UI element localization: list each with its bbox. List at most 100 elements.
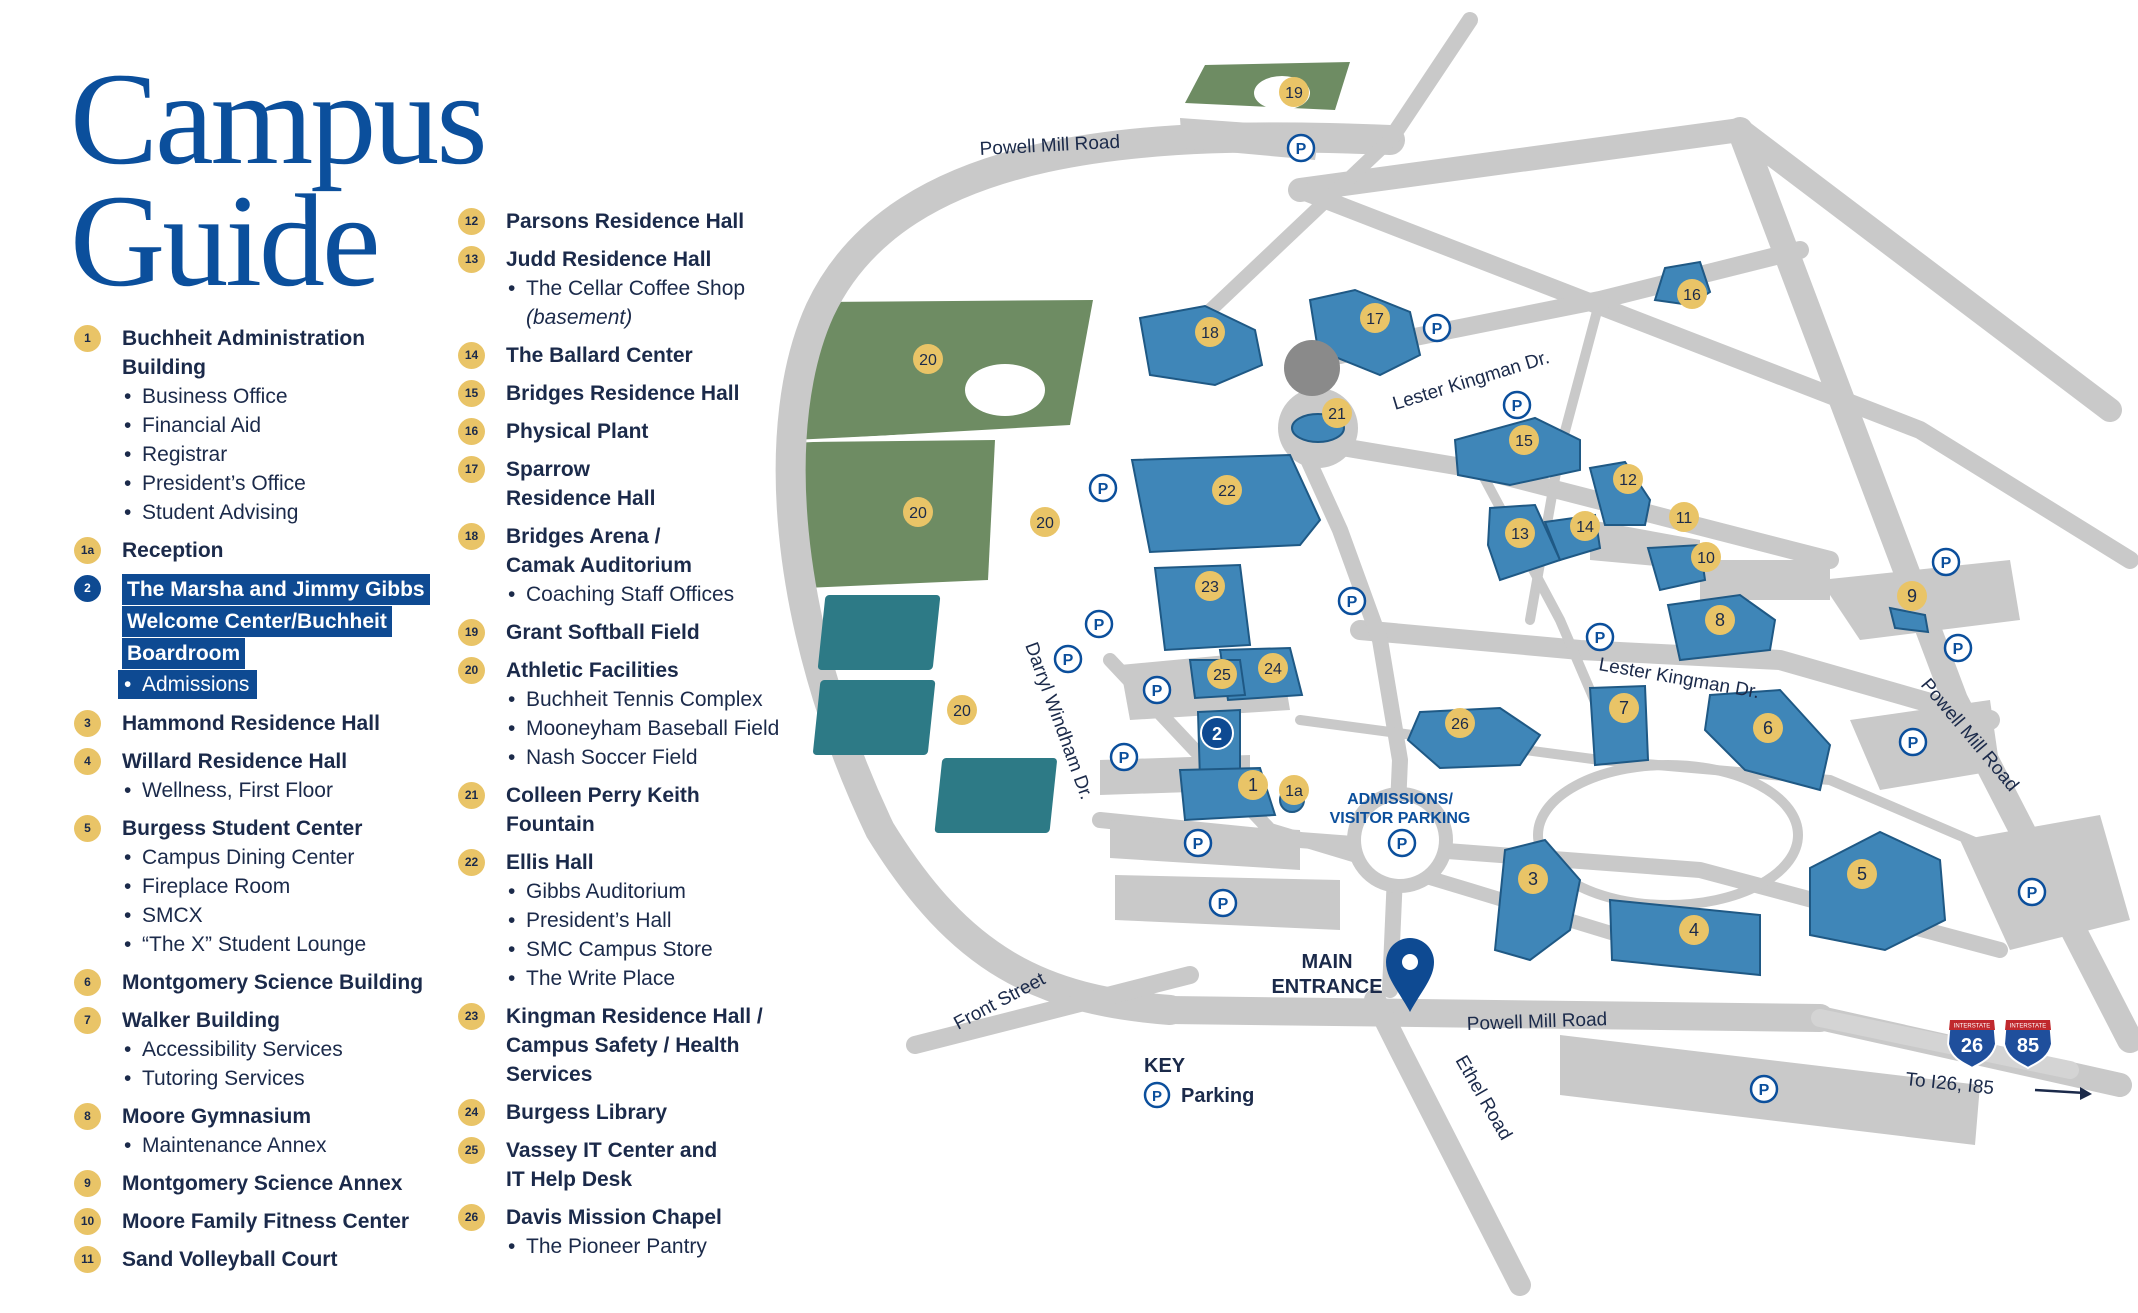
parking-icon[interactable]: P (1084, 609, 1114, 639)
parking-icon[interactable]: P (1502, 390, 1532, 420)
location-number-badge: 10 (74, 1208, 101, 1235)
building-5[interactable] (1809, 830, 1947, 952)
location-sub-item: Buchheit Tennis Complex (506, 685, 828, 714)
map-badge-20[interactable]: 20 (1030, 507, 1060, 537)
map-badge-26[interactable]: 26 (1445, 708, 1475, 738)
map-badge-19[interactable]: 19 (1279, 77, 1309, 107)
map-badge-8[interactable]: 8 (1705, 605, 1735, 635)
map-badge-4[interactable]: 4 (1679, 915, 1709, 945)
parking-icon[interactable]: P (1286, 133, 1316, 163)
parking-icon[interactable]: P (1931, 547, 1961, 577)
parking-icon[interactable]: P (1749, 1074, 1779, 1104)
building-23[interactable] (1153, 563, 1252, 652)
map-badge-5[interactable]: 5 (1847, 859, 1877, 889)
building-18[interactable] (1138, 304, 1264, 387)
baseball-field[interactable] (805, 300, 1093, 440)
map-badge-9[interactable]: 9 (1897, 581, 1927, 611)
map-badge-20[interactable]: 20 (947, 695, 977, 725)
map-badge-13[interactable]: 13 (1505, 518, 1535, 548)
key-title: KEY (1144, 1055, 1186, 1077)
map-badge-21[interactable]: 21 (1322, 398, 1352, 428)
location-name: Burgess Library (506, 1101, 668, 1124)
location-sub-list: Admissions (118, 670, 434, 699)
parking-icon[interactable]: P (1943, 633, 1973, 663)
location-pin-icon[interactable] (1386, 938, 1434, 1012)
location-name: Montgomery Science Building (122, 971, 424, 994)
map-badge-6[interactable]: 6 (1753, 713, 1783, 743)
location-number-badge: 23 (458, 1003, 485, 1030)
map-badge-1[interactable]: 1 (1238, 770, 1268, 800)
map-badge-16[interactable]: 16 (1677, 279, 1707, 309)
building-10[interactable] (1646, 543, 1707, 592)
map-badge-25[interactable]: 25 (1207, 659, 1237, 689)
parking-icon[interactable]: P (1337, 586, 1367, 616)
building-26[interactable] (1406, 706, 1542, 770)
map-badge-1a[interactable]: 1a (1279, 775, 1309, 805)
tennis-courts[interactable] (813, 595, 1058, 833)
parking-icon[interactable]: P (1183, 828, 1213, 858)
parking-symbol: P (1397, 836, 1408, 853)
map-badge-2[interactable]: 2 (1200, 716, 1234, 750)
map-badge-20[interactable]: 20 (913, 344, 943, 374)
map-badge-22[interactable]: 22 (1212, 475, 1242, 505)
parking-icon[interactable]: P (2017, 877, 2047, 907)
parking-icon[interactable]: P (1142, 675, 1172, 705)
parking-icon[interactable]: P (1088, 473, 1118, 503)
map-badge-18[interactable]: 18 (1195, 317, 1225, 347)
map-badge-7[interactable]: 7 (1609, 693, 1639, 723)
map-badge-20[interactable]: 20 (903, 497, 933, 527)
map-badge-10[interactable]: 10 (1691, 542, 1721, 572)
map-badge-label: 3 (1528, 869, 1538, 889)
map-badge-14[interactable]: 14 (1570, 511, 1600, 541)
map-badge-15[interactable]: 15 (1509, 425, 1539, 455)
parking-icon[interactable]: P (1208, 888, 1238, 918)
map-badge-label: 1a (1285, 783, 1303, 800)
parking-icon[interactable]: P (1898, 727, 1928, 757)
map-badge-3[interactable]: 3 (1518, 864, 1548, 894)
map-badge-12[interactable]: 12 (1613, 464, 1643, 494)
map-badge-24[interactable]: 24 (1258, 653, 1288, 683)
building-3[interactable] (1493, 838, 1582, 962)
parking-icon[interactable]: P (1109, 742, 1139, 772)
location-name: Physical Plant (506, 420, 649, 443)
soccer-field[interactable] (805, 440, 995, 588)
parking-icon[interactable]: P (1585, 622, 1615, 652)
parking-icon[interactable]: P (1422, 313, 1452, 343)
parking-symbol: P (1595, 630, 1606, 647)
building-9[interactable] (1888, 606, 1930, 634)
map-badge-23[interactable]: 23 (1195, 571, 1225, 601)
parking-icon[interactable]: P (1387, 828, 1417, 858)
parking-icon[interactable]: P (1053, 644, 1083, 674)
map-badge-11[interactable]: 11 (1669, 502, 1699, 532)
map-badge-17[interactable]: 17 (1360, 303, 1390, 333)
